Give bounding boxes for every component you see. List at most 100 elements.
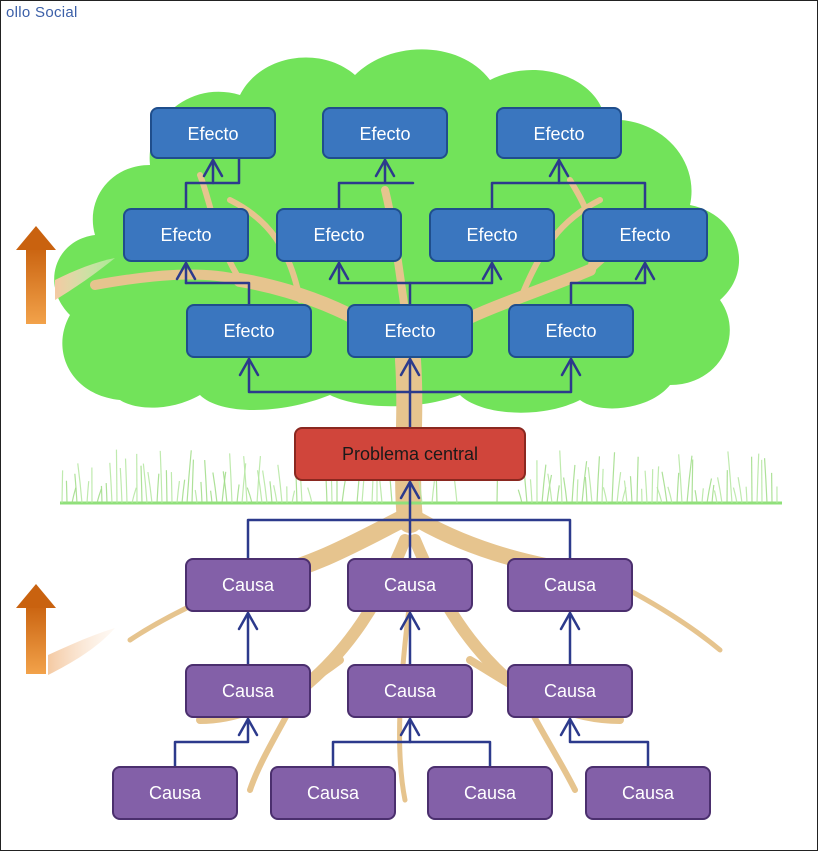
grass-blade: [105, 483, 108, 504]
connector-line: [337, 261, 412, 307]
cause-box: Causa: [185, 558, 311, 612]
connector-arrowhead: [374, 158, 396, 178]
grass-blade: [115, 449, 118, 504]
grass-blade: [243, 456, 248, 504]
effect-box: Efecto: [123, 208, 249, 262]
grass-blade: [581, 461, 588, 504]
grass-blade: [109, 462, 113, 504]
svg-text:Efecto: Efecto: [313, 225, 364, 245]
grass-blade: [559, 450, 563, 504]
grass-blade: [131, 487, 137, 504]
grass-blade: [262, 470, 268, 504]
grass-blade: [541, 464, 547, 504]
effect-box: Efecto: [496, 107, 622, 159]
cause-box: Causa: [112, 766, 238, 820]
grass-blade: [194, 489, 198, 504]
connector-arrowhead: [399, 717, 421, 737]
grass-blade: [629, 476, 633, 504]
svg-text:Causa: Causa: [544, 681, 597, 701]
svg-text:Causa: Causa: [149, 783, 202, 803]
grass-blade: [170, 472, 173, 504]
connector-line: [173, 717, 250, 769]
grass-blade: [156, 473, 160, 504]
connector-arrowhead: [175, 261, 197, 281]
grass-blade: [61, 470, 64, 504]
grass-blade: [656, 486, 663, 504]
effects-row-top: Efecto Efecto Efecto: [150, 107, 622, 159]
connector-arrowhead: [202, 158, 224, 178]
effect-box: Efecto: [150, 107, 276, 159]
grass-blade: [676, 472, 680, 504]
grass-blade: [661, 471, 668, 504]
cause-box: Causa: [270, 766, 396, 820]
grass-blade: [307, 487, 313, 504]
grass-blade: [706, 478, 713, 504]
grass-blade: [222, 471, 228, 504]
grass-blade: [667, 486, 673, 504]
grass-blade: [291, 490, 296, 504]
svg-text:Efecto: Efecto: [384, 321, 435, 341]
causes-row-bottom: Causa Causa Causa Causa: [112, 766, 711, 820]
connector-line: [408, 357, 573, 394]
cause-box: Causa: [347, 664, 473, 718]
svg-text:Efecto: Efecto: [545, 321, 596, 341]
connector-arrowhead: [634, 261, 656, 281]
grass-blade: [601, 468, 604, 504]
grass-blade: [563, 477, 568, 504]
grass-blade: [65, 480, 68, 504]
effects-direction-arrow: [16, 226, 115, 324]
grass-blade: [584, 476, 588, 504]
grass-blade: [596, 456, 601, 504]
svg-text:Efecto: Efecto: [466, 225, 517, 245]
connector-arrowhead: [481, 261, 503, 281]
grass-blade: [616, 472, 622, 504]
grass-blade: [74, 473, 78, 504]
effects-row-middle: Efecto Efecto Efecto Efecto: [123, 208, 708, 262]
grass-blade: [571, 464, 576, 504]
connector-line: [568, 717, 650, 769]
grass-blade: [623, 480, 628, 504]
connector-arrowhead: [399, 611, 421, 631]
causes-row-middle: Causa Causa Causa: [185, 664, 633, 718]
grass-blade: [140, 465, 143, 504]
cause-box: Causa: [507, 558, 633, 612]
grass-blade: [200, 481, 203, 504]
grass-blade: [246, 487, 253, 504]
effect-box: Efecto: [322, 107, 448, 159]
svg-text:Efecto: Efecto: [187, 124, 238, 144]
grass-blade: [691, 459, 694, 504]
grass-blade: [576, 479, 579, 504]
grass-blade: [221, 471, 227, 504]
connector-line: [184, 281, 251, 307]
grass-blade: [277, 464, 283, 504]
connector-arrowhead: [560, 357, 582, 377]
effects-row-bottom: Efecto Efecto Efecto: [186, 304, 634, 358]
connector-arrowhead: [237, 717, 259, 737]
grass-blade: [124, 458, 128, 504]
effect-box: Efecto: [429, 208, 555, 262]
connector-line: [569, 261, 647, 307]
svg-text:Causa: Causa: [384, 575, 437, 595]
svg-text:Causa: Causa: [307, 783, 360, 803]
grass-blade: [241, 463, 247, 504]
grass-blade: [716, 477, 723, 504]
svg-text:Causa: Causa: [222, 575, 275, 595]
grass-blade: [236, 484, 240, 504]
connector-lines: [173, 156, 656, 769]
grass-blade: [694, 490, 698, 504]
grass-blade: [644, 470, 648, 504]
connector-line: [408, 261, 494, 285]
grass-blade: [212, 472, 218, 504]
connector-line: [337, 181, 415, 211]
grass-blade: [86, 481, 90, 504]
grass-blade: [204, 459, 208, 504]
grass-blade: [529, 479, 533, 504]
connector-arrowhead: [399, 357, 421, 377]
svg-text:Causa: Causa: [544, 575, 597, 595]
connector-arrowhead: [548, 158, 570, 178]
effect-box: Efecto: [347, 304, 473, 358]
grass-blade: [229, 453, 233, 504]
grass-blade: [431, 481, 435, 504]
grass-blade: [737, 477, 743, 504]
connector-arrowhead: [559, 611, 581, 631]
